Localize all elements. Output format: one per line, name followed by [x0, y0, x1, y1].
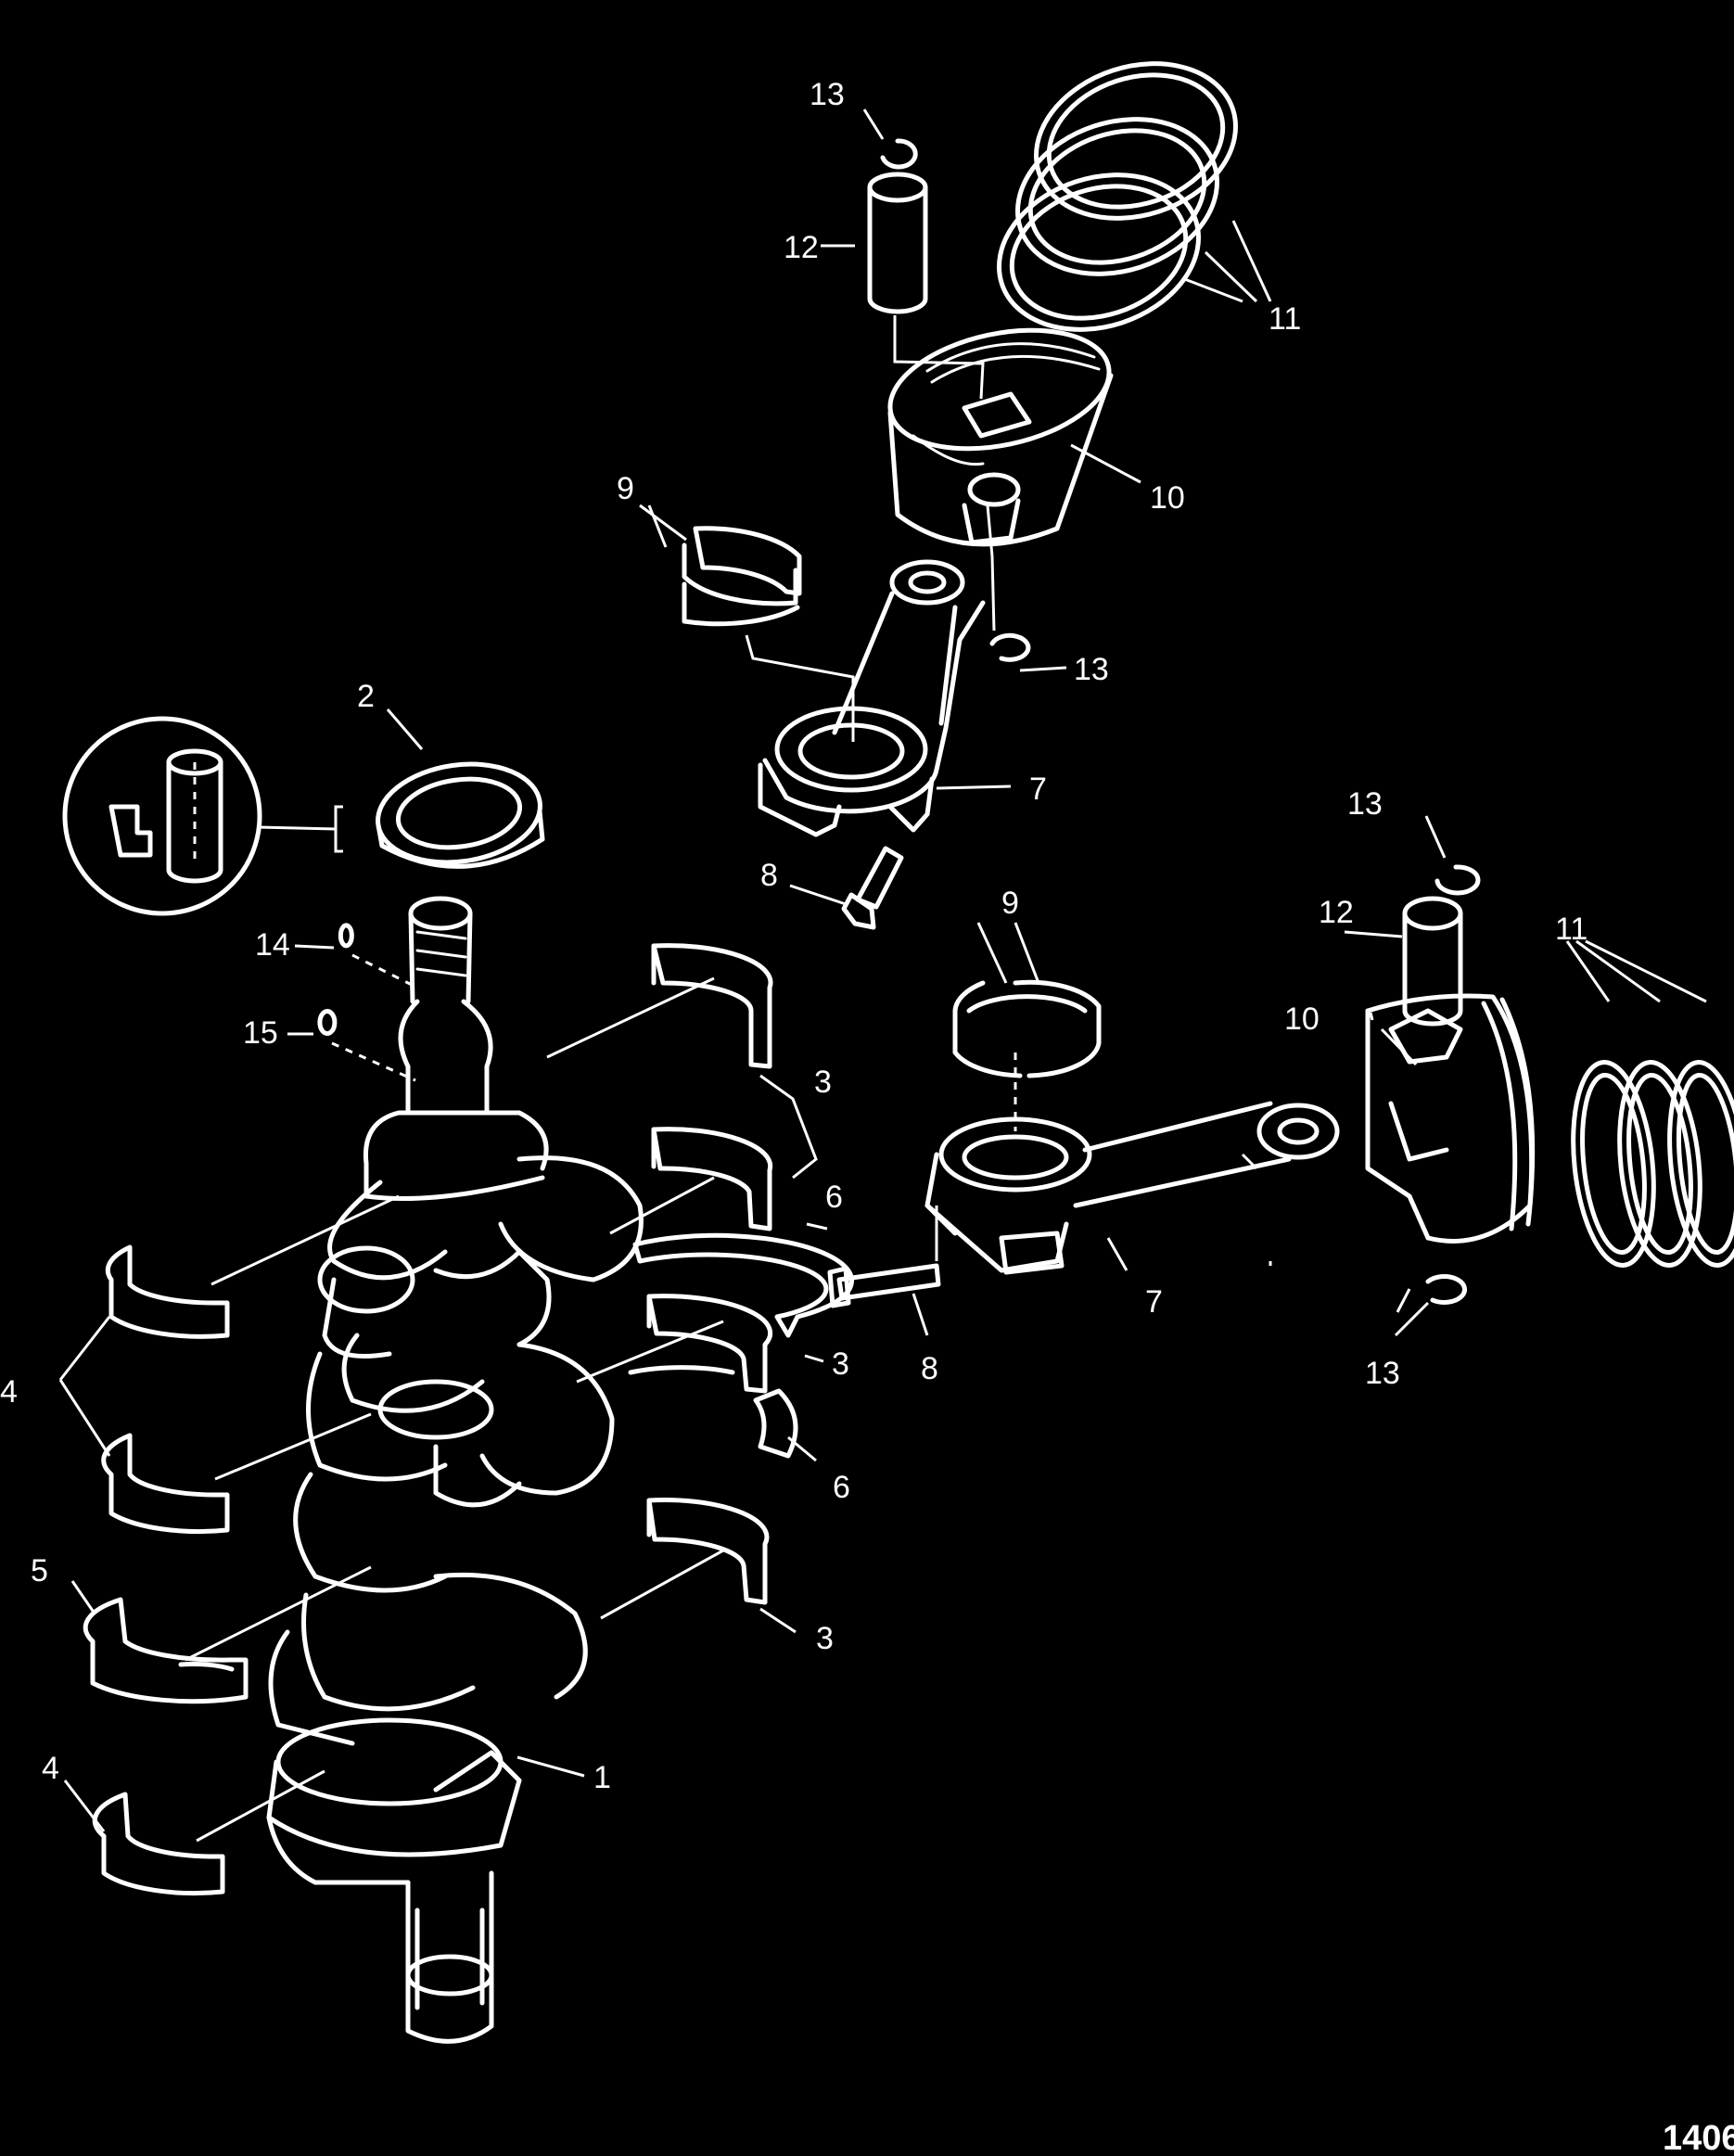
crank-key-14: [338, 923, 354, 949]
callout-15: 15: [243, 1015, 278, 1051]
callout-13: 13: [1347, 786, 1383, 822]
callout-13: 13: [1365, 1356, 1400, 1391]
figure-number: 1406: [1663, 2119, 1734, 2156]
callout-11: 11: [1269, 301, 1301, 337]
callout-4: 4: [42, 1751, 59, 1786]
bearing-halves-lower: [952, 979, 1102, 1078]
main-bearing-5: [83, 1597, 249, 1704]
piston-top: [887, 327, 1114, 547]
callout-2: 2: [357, 679, 375, 714]
bearing-halves-top: [682, 526, 802, 627]
callout-6: 6: [833, 1470, 850, 1505]
main-bearing-3-upper: [651, 943, 773, 1069]
crankshaft: [266, 896, 644, 2044]
thrust-washer-6-lower: [753, 1388, 798, 1459]
piston-rings-top: [997, 61, 1238, 332]
callout-3: 3: [832, 1346, 849, 1382]
callout-1: 1: [593, 1760, 611, 1795]
callout-6: 6: [825, 1180, 843, 1215]
callout-12: 12: [1319, 895, 1354, 930]
piston-pin-lower: [1402, 896, 1463, 1027]
crankshaft-seal: [376, 761, 545, 869]
callout-13: 13: [810, 77, 845, 112]
callout-8: 8: [760, 858, 778, 893]
rod-bolt-top: [841, 846, 904, 930]
piston-rings-lower: [1571, 1060, 1734, 1268]
leader-lines: [58, 108, 1707, 1843]
connecting-rod-top: [758, 559, 986, 837]
detail-bracket: [257, 805, 343, 853]
callout-10: 10: [1150, 480, 1185, 516]
callout-3: 3: [816, 1621, 834, 1656]
callout-9: 9: [617, 471, 634, 506]
connecting-rod-lower: [924, 1101, 1340, 1275]
callout-labels: 13 12 11 10 9 13 2 7 8 14 15 9 13 12 11 …: [0, 77, 1587, 1795]
callout-8: 8: [921, 1351, 938, 1386]
callout-7: 7: [1029, 772, 1047, 807]
callout-4: 4: [0, 1374, 18, 1410]
callout-12: 12: [784, 230, 819, 265]
callout-9: 9: [1001, 886, 1019, 921]
rod-bolt-lower: [827, 1263, 941, 1308]
crank-key-15: [317, 1009, 338, 1037]
callout-11: 11: [1555, 912, 1587, 947]
thrust-washer-6-upper: [632, 1232, 855, 1338]
callout-5: 5: [31, 1553, 48, 1588]
retaining-clip-top-2: [989, 632, 1031, 662]
retaining-clip-lower-1: [1434, 864, 1481, 896]
callout-3: 3: [814, 1065, 832, 1100]
main-bearing-3-lower-mid: [628, 1294, 773, 1394]
callout-13: 13: [1074, 652, 1109, 687]
main-bearing-3-bottom: [646, 1498, 770, 1605]
callout-10: 10: [1284, 1001, 1320, 1037]
main-bearing-3-middle: [651, 1127, 773, 1231]
main-bearing-4-lower: [101, 1433, 230, 1535]
piston-pin-top: [867, 172, 928, 314]
main-bearing-4-bottom: [92, 1792, 225, 1896]
retaining-clip-lower-2: [1425, 1274, 1467, 1305]
main-bearing-4-upper: [105, 1244, 230, 1339]
piston-lower: [1365, 993, 1536, 1244]
detail-magnifier-circle: [62, 716, 262, 916]
retaining-clip-top-1: [880, 138, 918, 170]
callout-14: 14: [255, 927, 290, 963]
callout-7: 7: [1145, 1284, 1163, 1320]
